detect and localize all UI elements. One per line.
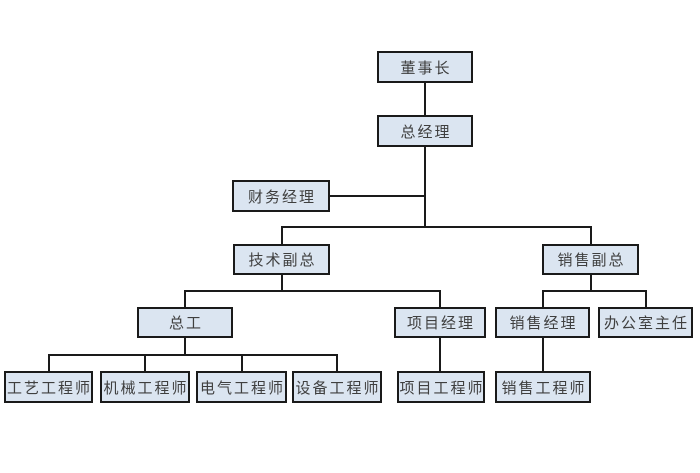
org-node-project-engineer: 项目工程师 (397, 371, 485, 403)
connector-drop-equipment-engineer (336, 356, 338, 371)
org-node-office-director: 办公室主任 (598, 307, 693, 338)
connector-trunk-sales-vp (589, 275, 592, 291)
connector-drop-project-manager (439, 292, 441, 307)
connector-drop-sales-manager (541, 292, 544, 307)
connector-drop-tech-vp (280, 228, 283, 244)
connector-drop-chief-engineer (184, 292, 186, 307)
org-node-tech-vp: 技术副总 (233, 244, 330, 275)
connector-trunk-chief-engineer (184, 338, 186, 355)
org-node-sales-engineer: 销售工程师 (495, 371, 591, 403)
connector-drop-office-director (644, 292, 647, 307)
connector-drop-electrical-engineer (240, 356, 243, 371)
org-node-sales-manager: 销售经理 (495, 307, 590, 338)
org-node-chairman: 董事长 (377, 51, 473, 83)
org-node-general-manager: 总经理 (377, 115, 473, 147)
connector-trunk-tech-vp (280, 275, 283, 291)
connector-branch-tech-vp (184, 290, 441, 292)
org-node-chief-engineer: 总工 (137, 307, 233, 338)
connector-branch-sales-vp (541, 290, 647, 292)
connector-general-manager-finance-manager (330, 195, 425, 197)
org-node-equipment-engineer: 设备工程师 (292, 371, 382, 403)
connector-branch-general-manager (280, 226, 592, 228)
org-node-sales-vp: 销售副总 (542, 244, 639, 275)
connector-drop-mechanical-engineer (144, 356, 146, 371)
connector-trunk-general-manager (424, 147, 426, 227)
connector-drop-sales-vp (589, 228, 592, 244)
connector-drop-process-engineer (47, 356, 50, 371)
connector-project-manager-project-engineer (439, 338, 441, 371)
org-node-process-engineer: 工艺工程师 (4, 371, 93, 403)
org-node-project-manager: 项目经理 (394, 307, 486, 338)
connector-branch-chief-engineer (47, 354, 338, 356)
org-node-mechanical-engineer: 机械工程师 (100, 371, 190, 403)
org-node-finance-manager: 财务经理 (232, 180, 330, 212)
org-node-electrical-engineer: 电气工程师 (196, 371, 287, 403)
connector-chairman-general-manager (424, 83, 426, 115)
connector-sales-manager-sales-engineer (541, 338, 544, 371)
